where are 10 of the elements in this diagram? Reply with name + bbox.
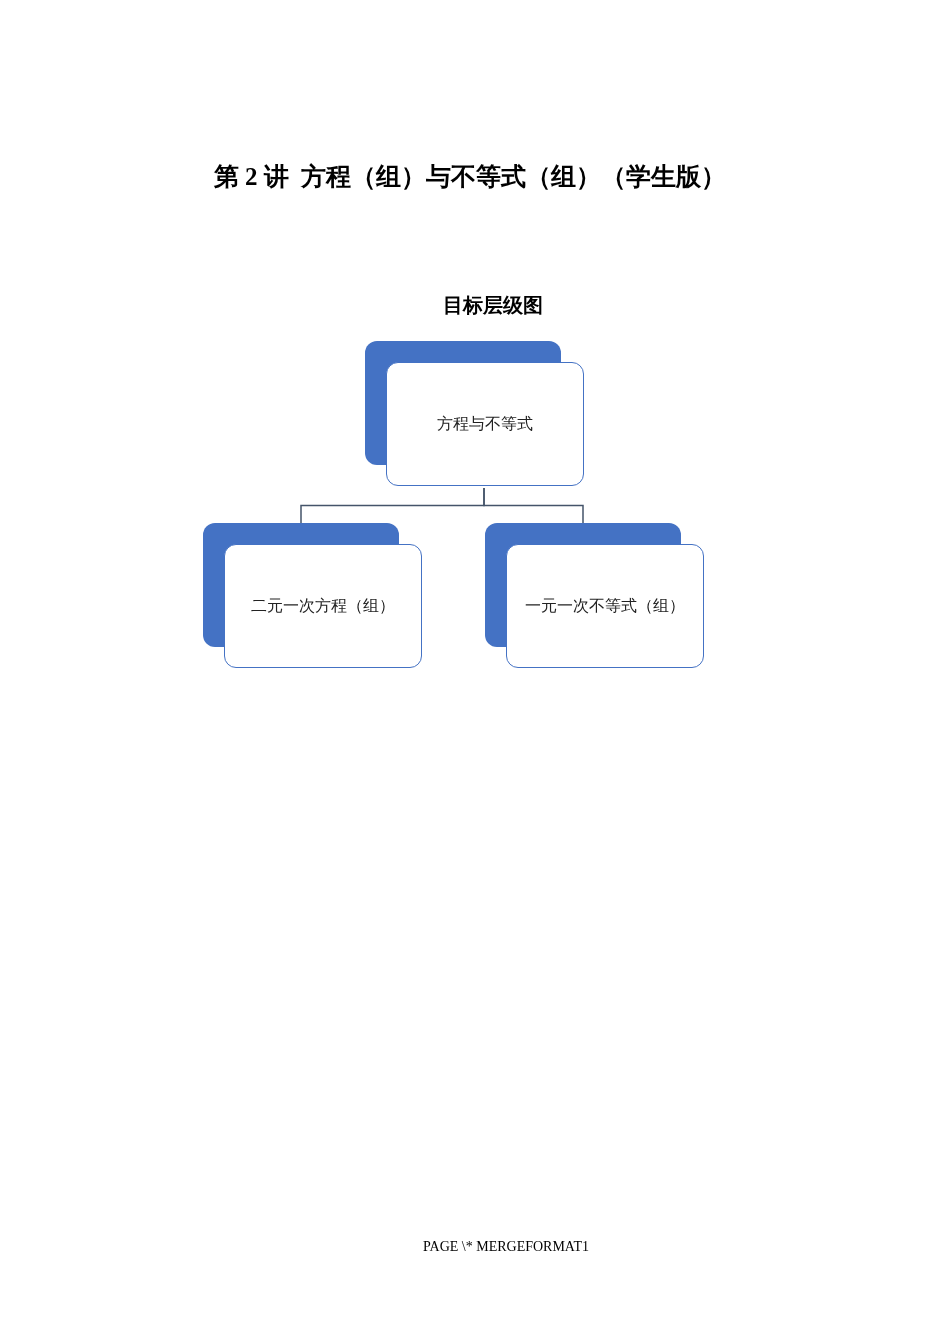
- stacked-box: [365, 341, 585, 488]
- title: 第 2 讲 方程（组）与不等式（组）（学生版）: [212, 162, 728, 192]
- subheading: 目标层级图: [442, 293, 544, 318]
- box-label: 方程与不等式: [437, 413, 533, 434]
- stacked-box: [203, 523, 423, 670]
- footer-text: PAGE \* MERGEFORMAT1: [422, 1239, 590, 1255]
- connector-line: [483, 487, 584, 524]
- box-label: 二元一次方程（组）: [251, 595, 395, 616]
- stacked-box: [485, 523, 705, 670]
- box-label: 一元一次不等式（组）: [525, 595, 685, 616]
